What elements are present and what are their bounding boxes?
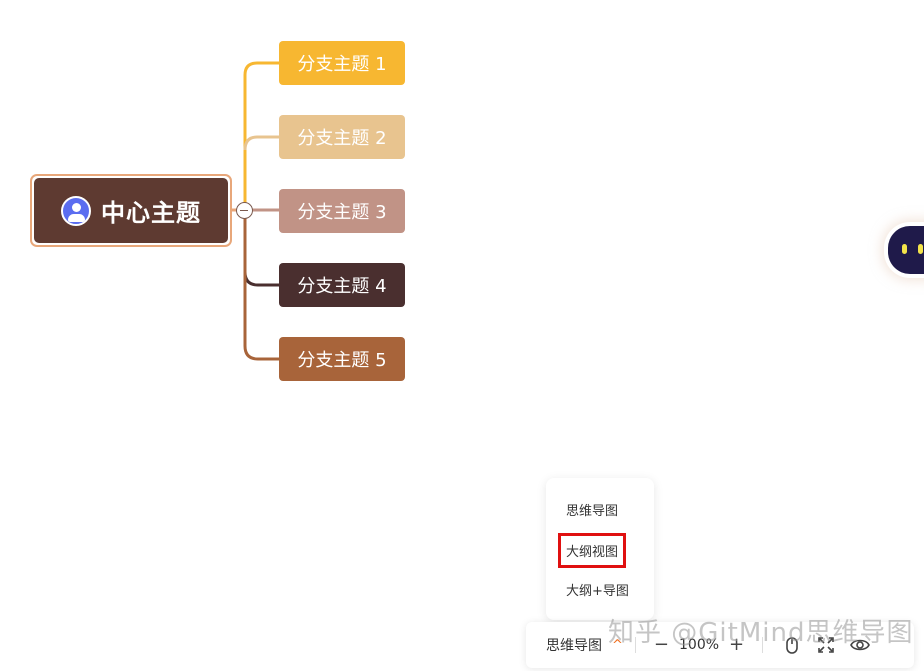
zoom-in-button[interactable]: + [729,634,745,655]
view-mode-selector[interactable]: 思维导图 ^ [546,635,623,655]
user-avatar-icon [61,195,91,226]
root-topic-node[interactable]: 中心主题 [30,174,232,247]
branch-topic-4[interactable]: 分支主题 4 [279,263,405,307]
collapse-toggle-button[interactable] [236,202,253,219]
fit-screen-icon[interactable] [815,634,837,656]
mouse-icon[interactable] [781,634,803,656]
view-mode-menu: 思维导图 大纲视图 大纲+导图 [546,478,654,620]
branch-topic-3[interactable]: 分支主题 3 [279,189,405,233]
divider [762,637,764,653]
zoom-out-button[interactable]: − [653,634,669,655]
menu-item-mindmap[interactable]: 思维导图 [566,504,619,519]
menu-item-outline-view[interactable]: 大纲视图 [557,533,627,568]
menu-item-outline-plus-mindmap[interactable]: 大纲+导图 [566,584,629,599]
zoom-level: 100% [679,637,720,653]
view-mode-label: 思维导图 [546,638,602,654]
branch-topic-5[interactable]: 分支主题 5 [279,337,405,381]
assistant-robot-icon[interactable] [888,226,924,274]
branch-topic-1[interactable]: 分支主题 1 [279,41,405,85]
branch-topic-2[interactable]: 分支主题 2 [279,115,405,159]
eye-icon[interactable] [849,634,871,656]
divider [634,637,636,653]
chevron-up-icon: ^ [612,637,623,653]
root-topic-label: 中心主题 [101,199,201,227]
bottom-toolbar: 思维导图 ^ − 100% + [526,622,914,668]
